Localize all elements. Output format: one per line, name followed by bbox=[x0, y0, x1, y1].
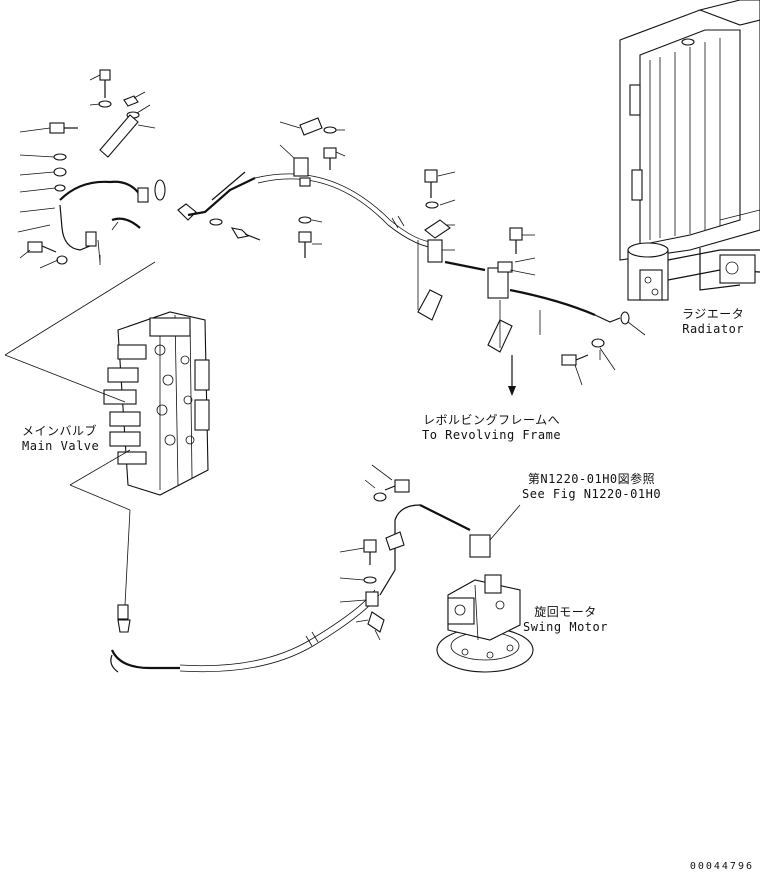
radiator-label-jp: ラジエータ bbox=[682, 307, 745, 321]
lower-hose-assembly bbox=[69, 449, 521, 673]
upper-hose-assembly bbox=[177, 117, 443, 258]
see-fig-label-jp: 第N1220-01H0図参照 bbox=[527, 472, 656, 486]
main-valve-label: メインバルブ Main Valve bbox=[22, 424, 99, 454]
swing-motor-label-en: Swing Motor bbox=[523, 620, 608, 634]
revolving-frame-label-en: To Revolving Frame bbox=[422, 428, 562, 442]
center-clamp-assembly bbox=[417, 169, 646, 396]
radiator-label: ラジエータ Radiator bbox=[682, 307, 744, 337]
revolving-frame-label: レボルビングフレームへ To Revolving Frame bbox=[422, 413, 561, 443]
see-fig-label: 第N1220-01H0図参照 See Fig N1220-01H0 bbox=[522, 472, 661, 502]
radiator-label-en: Radiator bbox=[682, 322, 745, 336]
swing-motor-label: 旋回モータ Swing Motor bbox=[523, 605, 608, 635]
leader-lines-upper-left bbox=[4, 74, 156, 403]
see-fig-label-en: See Fig N1220-01H0 bbox=[522, 487, 662, 501]
revolving-frame-label-jp: レボルビングフレームへ bbox=[422, 413, 561, 427]
swing-motor-label-jp: 旋回モータ bbox=[534, 605, 597, 619]
main-valve-illustration bbox=[103, 311, 210, 496]
main-valve-label-en: Main Valve bbox=[22, 439, 100, 453]
radiator-illustration bbox=[619, 0, 760, 301]
upper-left-fittings bbox=[27, 69, 166, 265]
main-valve-label-jp: メインバルブ bbox=[22, 424, 98, 438]
swing-motor-illustration bbox=[436, 574, 534, 673]
document-number: 00044796 bbox=[689, 861, 754, 872]
